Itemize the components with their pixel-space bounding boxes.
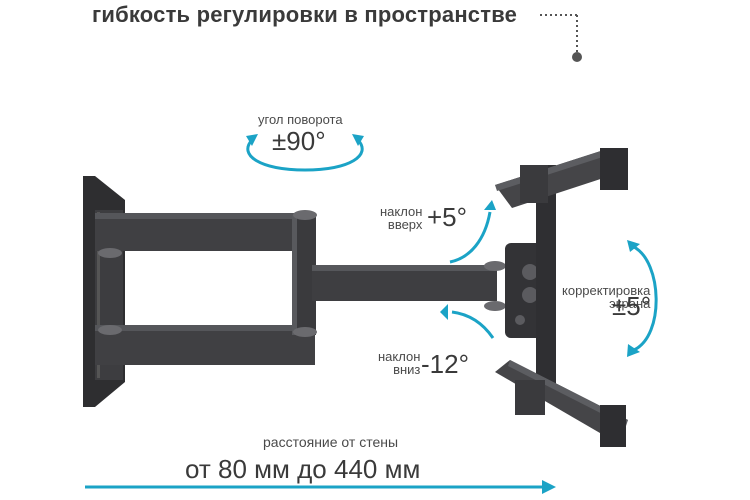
tv-bracket-lower bbox=[495, 360, 628, 447]
distance-label: расстояние от стены bbox=[263, 434, 399, 450]
lower-arm bbox=[312, 261, 506, 311]
screen-adjust-arrow-icon bbox=[627, 240, 658, 357]
page-heading: гибкость регулировки в пространстве bbox=[92, 2, 518, 27]
tilt-up-label-line2: вверх bbox=[387, 217, 423, 232]
screen-adjust-label-line2: экрана bbox=[609, 296, 651, 311]
rotation-label: угол поворота bbox=[258, 112, 343, 127]
tilt-down-label-line1: наклон bbox=[378, 349, 421, 364]
rotation-arrow-icon bbox=[246, 134, 364, 172]
screen-adjust-label: корректировка экрана bbox=[562, 284, 650, 310]
tilt-up-label: наклон вверх bbox=[380, 205, 422, 231]
tilt-down-label-line2: вниз bbox=[393, 362, 421, 377]
distance-value: от 80 мм до 440 мм bbox=[185, 454, 421, 484]
distance-arrow-icon bbox=[85, 480, 556, 494]
dotted-connector bbox=[540, 14, 582, 62]
tilt-down-arrow-icon bbox=[440, 304, 495, 339]
rotation-value: ±90° bbox=[272, 126, 326, 156]
tilt-up-arrow-icon bbox=[449, 200, 496, 264]
tilt-head bbox=[505, 165, 556, 400]
upper-arm bbox=[95, 210, 317, 365]
tilt-up-label-line1: наклон bbox=[380, 204, 423, 219]
tilt-down-label: наклон вниз bbox=[378, 350, 420, 376]
tilt-up-value: +5° bbox=[427, 202, 468, 232]
wall-plate bbox=[83, 176, 125, 407]
screen-adjust-label-line1: корректировка bbox=[562, 283, 651, 298]
screen-adjust-value: ±5° bbox=[612, 291, 652, 321]
tilt-down-value: -12° bbox=[421, 349, 469, 379]
tv-bracket-upper bbox=[495, 148, 628, 208]
